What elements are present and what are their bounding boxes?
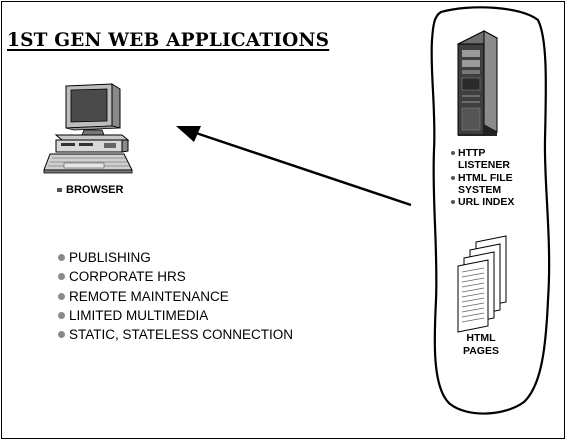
bullet-icon [451, 151, 455, 155]
browser-label-text: BROWSER [66, 184, 124, 196]
request-arrow [176, 126, 412, 207]
list-item: HTTP LISTENER [451, 147, 510, 172]
list-item: CORPORATE HRS [58, 267, 293, 286]
list-item: LIMITED MULTIMEDIA [58, 306, 293, 325]
list-item: PUBLISHING [58, 248, 293, 267]
server-boundary-outline [430, 6, 551, 415]
workstation-computer-icon [43, 83, 133, 174]
list-item: HTML FILE SYSTEM [451, 172, 521, 197]
bullet-icon [58, 292, 65, 300]
server-tower-icon [456, 30, 499, 136]
html-pages-label: HTML PAGES [463, 332, 499, 357]
bullet-icon [58, 331, 65, 339]
list-item: REMOTE MAINTENANCE [58, 287, 293, 306]
server-components-list: HTTP LISTENER HTML FILE SYSTEM URL INDEX [451, 147, 531, 208]
bullet-icon [451, 200, 455, 205]
bullet-icon [58, 254, 65, 262]
square-bullet-icon [57, 188, 62, 192]
list-item: STATIC, STATELESS CONNECTION [58, 325, 293, 344]
bullet-icon [58, 312, 65, 320]
bullet-icon [58, 273, 65, 281]
feature-list: PUBLISHING CORPORATE HRS REMOTE MAINTENA… [58, 248, 293, 344]
bullet-icon [451, 175, 455, 180]
html-pages-icon [457, 235, 507, 333]
list-item: URL INDEX [451, 196, 531, 208]
slide-title: 1ST GEN WEB APPLICATIONS [7, 30, 330, 51]
browser-label: BROWSER [57, 184, 123, 196]
